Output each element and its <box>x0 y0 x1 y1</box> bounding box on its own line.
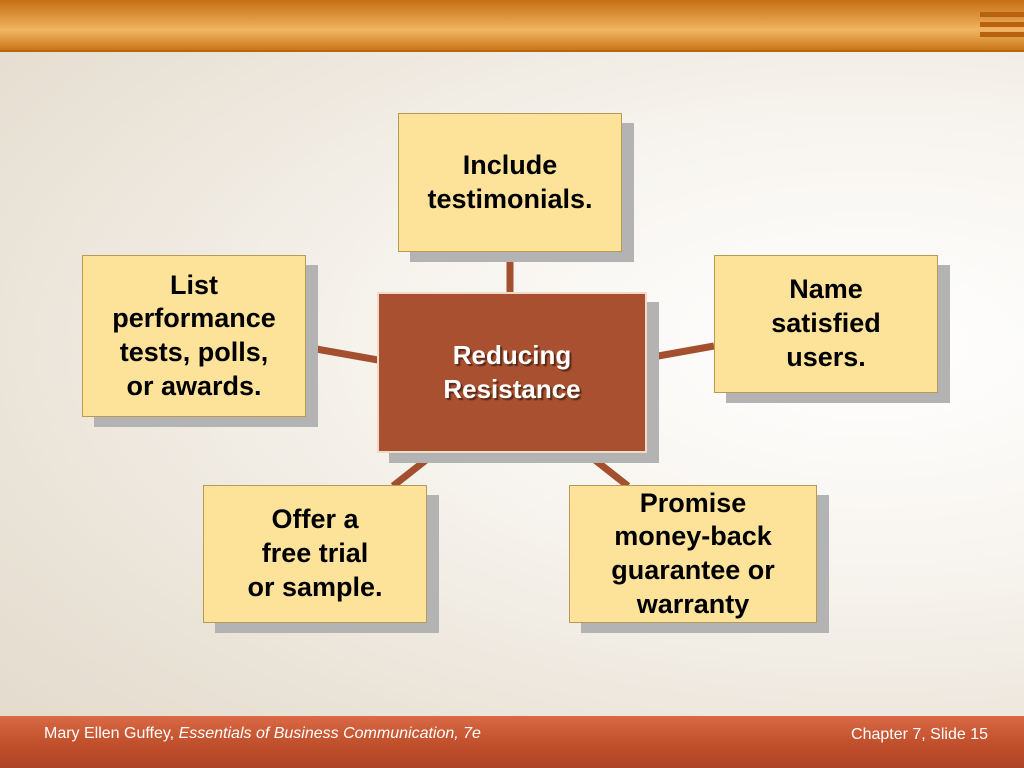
center-reducing-resistance: Reducing Resistance <box>377 292 647 453</box>
connector-bottom-right <box>583 450 631 489</box>
decorative-lines <box>980 12 1024 42</box>
footer-bar: Mary Ellen Guffey, Essentials of Busines… <box>0 716 1024 768</box>
box-text: Name satisfied users. <box>771 274 881 372</box>
footer-citation: Mary Ellen Guffey, Essentials of Busines… <box>44 725 481 743</box>
connector-left <box>304 343 379 364</box>
box-text: Include testimonials. <box>427 149 593 214</box>
box-text: List performance tests, polls, or awards… <box>112 269 276 401</box>
connector-right <box>646 342 715 362</box>
footer-book-title: Essentials of Business Communication, 7e <box>178 725 481 742</box>
box-promise-money-back: Promise money-back guarantee or warranty <box>569 485 817 623</box>
box-text: Promise money-back guarantee or warranty <box>611 487 775 619</box>
box-name-satisfied-users: Name satisfied users. <box>714 255 938 393</box>
box-text: Offer a free trial or sample. <box>247 504 383 602</box>
slide-number: Chapter 7, Slide 15 <box>851 726 988 743</box>
box-offer-free-trial: Offer a free trial or sample. <box>203 485 427 623</box>
footer-author: Mary Ellen Guffey, <box>44 725 179 742</box>
connector-bottom-left <box>390 450 438 489</box>
center-label: Reducing Resistance <box>443 339 581 404</box>
box-include-testimonials: Include testimonials. <box>398 113 622 252</box>
box-list-performance-tests: List performance tests, polls, or awards… <box>82 255 306 417</box>
top-header-bar <box>0 0 1024 52</box>
